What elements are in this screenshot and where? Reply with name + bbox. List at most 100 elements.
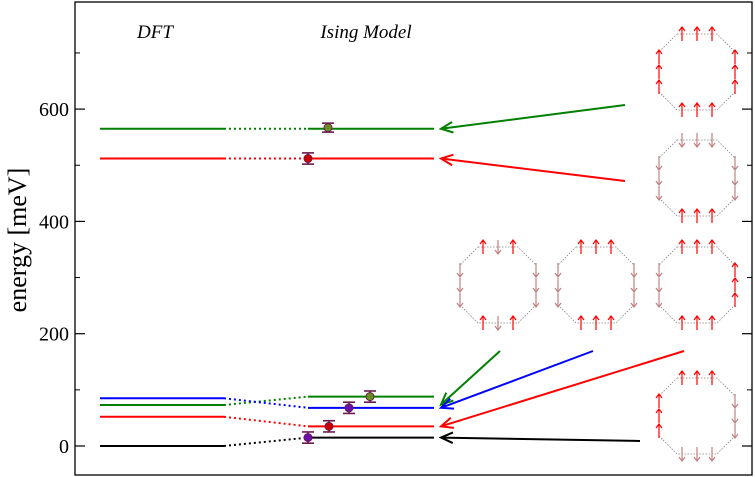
spin-up-head bbox=[708, 370, 716, 376]
arrow-head bbox=[438, 431, 454, 444]
y-axis-label: energy [meV] bbox=[3, 168, 32, 313]
spin-down-head bbox=[532, 272, 540, 278]
data-point bbox=[303, 154, 313, 164]
spin-up-head bbox=[655, 64, 663, 70]
spin-up-head bbox=[655, 393, 663, 399]
dft-column-label: DFT bbox=[136, 22, 174, 43]
arrow-head bbox=[438, 397, 455, 410]
level-connector bbox=[223, 395, 309, 407]
arrow-shaft bbox=[440, 350, 501, 406]
spin-up-head bbox=[708, 102, 716, 108]
arrow-head bbox=[438, 417, 455, 429]
spin-up-head bbox=[678, 370, 686, 376]
spin-up-head bbox=[509, 315, 517, 321]
spin-up-head bbox=[678, 239, 686, 245]
spin-up-head bbox=[708, 26, 716, 32]
spin-down-head bbox=[554, 302, 562, 308]
level-connector bbox=[223, 397, 309, 409]
spin-up-head bbox=[655, 79, 663, 85]
spin-up-head bbox=[678, 315, 686, 321]
spin-down-head bbox=[630, 287, 638, 293]
data-point bbox=[344, 403, 354, 413]
level-connector bbox=[223, 436, 309, 447]
spin-down-head bbox=[731, 195, 739, 201]
spin-down-head bbox=[655, 302, 663, 308]
spin-down-head bbox=[655, 165, 663, 171]
spin-down-head bbox=[655, 287, 663, 293]
spin-down-head bbox=[655, 180, 663, 186]
spin-up-head bbox=[509, 239, 517, 245]
y-tick-label: 400 bbox=[39, 211, 69, 233]
level-connector bbox=[223, 415, 309, 428]
spin-ring bbox=[658, 377, 736, 455]
spin-ring bbox=[557, 246, 635, 324]
spin-up-head bbox=[708, 315, 716, 321]
spin-ring bbox=[658, 139, 736, 217]
arrow-head bbox=[438, 153, 454, 167]
spin-up-head bbox=[708, 208, 716, 214]
spin-up-head bbox=[655, 49, 663, 55]
spin-down-head bbox=[731, 418, 739, 424]
config-arrows bbox=[438, 104, 685, 444]
spin-up-head bbox=[678, 26, 686, 32]
spin-up-head bbox=[592, 315, 600, 321]
spin-config bbox=[554, 239, 638, 330]
plot-border bbox=[74, 1, 753, 476]
spin-config bbox=[655, 26, 739, 117]
spin-down-head bbox=[456, 272, 464, 278]
spin-up-head bbox=[577, 239, 585, 245]
spin-down-head bbox=[630, 272, 638, 278]
y-tick-label: 0 bbox=[59, 436, 69, 458]
spin-ring bbox=[459, 246, 537, 324]
spin-down-head bbox=[630, 302, 638, 308]
arrow-shaft bbox=[440, 350, 594, 409]
spin-config bbox=[655, 370, 739, 462]
spin-down-head bbox=[494, 249, 502, 255]
spin-down-head bbox=[532, 302, 540, 308]
plot-frame bbox=[74, 1, 753, 476]
spin-down-head bbox=[554, 287, 562, 293]
spin-down-head bbox=[655, 195, 663, 201]
spin-down-head bbox=[708, 456, 716, 462]
spin-up-head bbox=[693, 208, 701, 214]
spin-down-head bbox=[693, 456, 701, 462]
spin-up-head bbox=[731, 79, 739, 85]
spin-config bbox=[655, 133, 739, 223]
ising-data-points bbox=[302, 122, 376, 444]
spin-up-head bbox=[678, 208, 686, 214]
spin-down-head bbox=[731, 180, 739, 186]
spin-up-head bbox=[693, 239, 701, 245]
spin-down-head bbox=[678, 456, 686, 462]
spin-ring bbox=[658, 246, 736, 324]
spin-down-head bbox=[456, 287, 464, 293]
spin-down-head bbox=[554, 272, 562, 278]
spin-down-head bbox=[731, 165, 739, 171]
spin-down-head bbox=[532, 287, 540, 293]
spin-ring bbox=[658, 33, 736, 111]
arrow-head bbox=[438, 121, 454, 134]
arrow-shaft bbox=[440, 436, 641, 442]
data-point bbox=[365, 392, 375, 402]
spin-up-head bbox=[731, 64, 739, 70]
arrow-shaft bbox=[440, 350, 685, 428]
spin-up-head bbox=[592, 239, 600, 245]
spin-up-head bbox=[731, 292, 739, 298]
spin-up-head bbox=[731, 49, 739, 55]
data-point bbox=[324, 421, 334, 431]
spin-up-head bbox=[607, 315, 615, 321]
spin-up-head bbox=[655, 408, 663, 414]
spin-up-head bbox=[731, 262, 739, 268]
spin-down-head bbox=[731, 433, 739, 439]
spin-up-head bbox=[678, 102, 686, 108]
spin-down-head bbox=[678, 142, 686, 148]
spin-down-head bbox=[731, 403, 739, 409]
y-tick-label: 600 bbox=[39, 99, 69, 121]
spin-down-head bbox=[456, 302, 464, 308]
spin-up-head bbox=[607, 239, 615, 245]
energy-levels bbox=[100, 127, 434, 447]
spin-config bbox=[456, 239, 540, 331]
spin-down-head bbox=[708, 142, 716, 148]
spin-up-head bbox=[731, 277, 739, 283]
